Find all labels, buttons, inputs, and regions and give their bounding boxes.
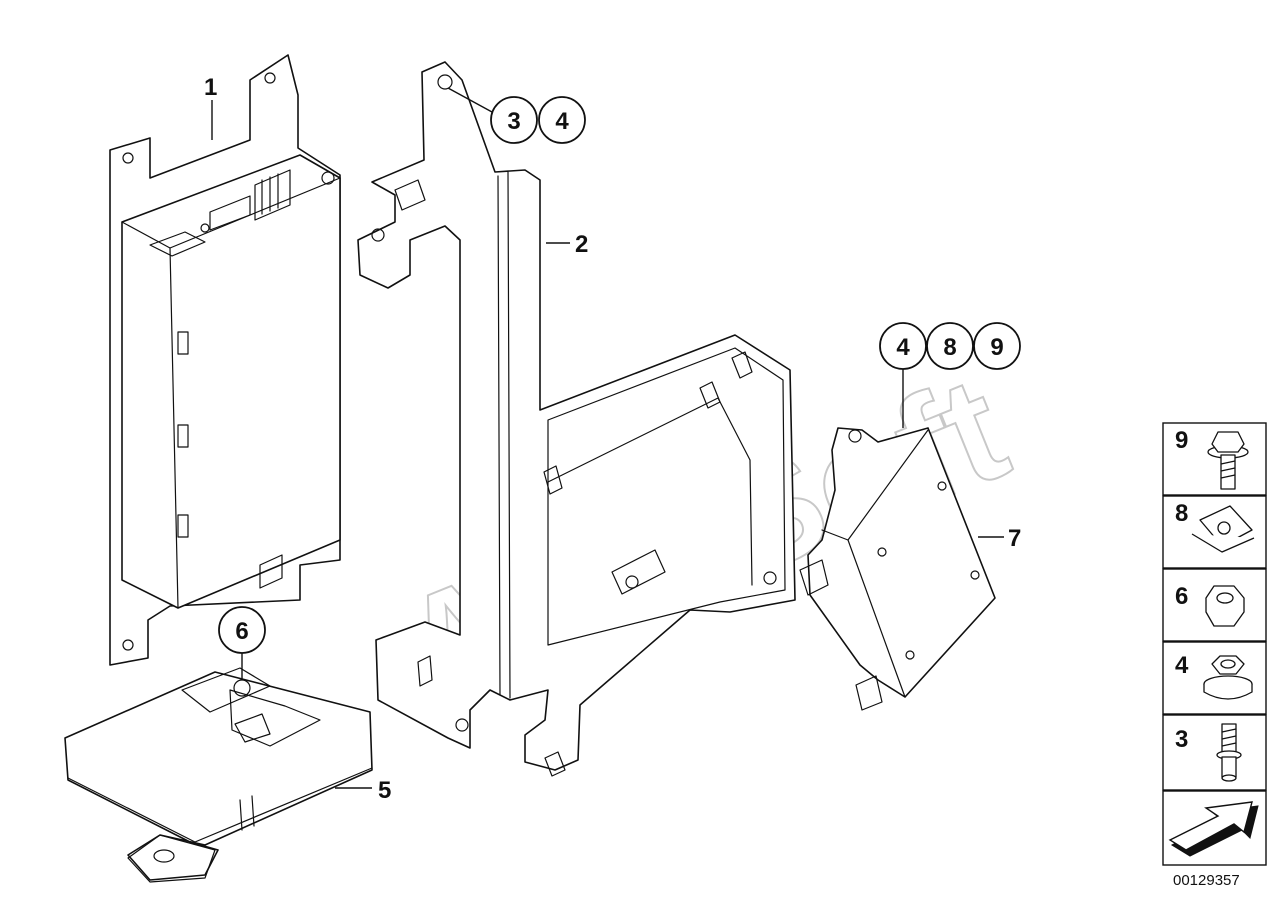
- part-2-bracket[interactable]: [357, 61, 796, 777]
- part-7-module[interactable]: [799, 368, 1004, 711]
- legend-number-9: 9: [1175, 427, 1188, 454]
- callout-4: 4: [555, 108, 569, 135]
- part-label-2: 2: [575, 231, 588, 258]
- legend-number-3: 3: [1175, 726, 1188, 753]
- hex-nut-icon: [1205, 585, 1245, 627]
- callout-8: 8: [943, 334, 956, 361]
- callout-6: 6: [235, 618, 248, 645]
- direction-arrow-icon: [1168, 801, 1259, 857]
- callout-3: 3: [507, 108, 520, 135]
- part-5-module[interactable]: [64, 652, 373, 883]
- clip-nut-icon: [1191, 505, 1255, 553]
- part-1-control-unit[interactable]: [109, 54, 341, 666]
- part-label-1: 1: [204, 74, 217, 101]
- stud-bolt-icon: [1216, 723, 1242, 782]
- callout-4b: 4: [896, 334, 910, 361]
- part-label-7: 7: [1008, 525, 1021, 552]
- hex-flange-bolt-icon: [1207, 431, 1249, 490]
- document-number: 00129357: [1173, 872, 1240, 889]
- callout-9: 9: [990, 334, 1003, 361]
- callout-group-3-4: 3 4: [490, 96, 586, 144]
- callout-group-6: 6: [218, 606, 266, 654]
- callout-group-4-8-9: 4 8 9: [879, 322, 1021, 370]
- part-label-5: 5: [378, 777, 391, 804]
- fastener-legend: 9 8 6 4 3: [1162, 422, 1267, 866]
- legend-number-4: 4: [1175, 652, 1189, 679]
- legend-number-8: 8: [1175, 500, 1188, 527]
- legend-number-6: 6: [1175, 583, 1188, 610]
- flange-nut-icon: [1203, 655, 1253, 700]
